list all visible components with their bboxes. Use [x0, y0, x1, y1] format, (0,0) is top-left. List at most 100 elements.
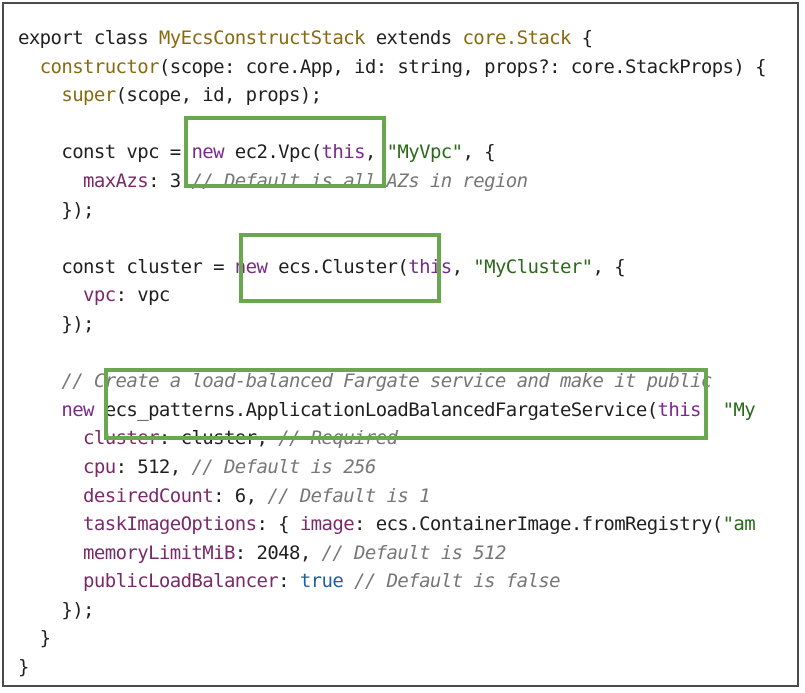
code-token: Vpc — [278, 141, 311, 164]
code-line: taskImageOptions: { image: ecs.Container… — [18, 510, 766, 539]
code-token: // Default is false — [354, 570, 561, 593]
code-line: } — [18, 653, 766, 682]
code-token: publicLoadBalancer — [83, 570, 279, 593]
code-token — [18, 542, 83, 564]
code-token: , — [451, 255, 474, 278]
code-token: fromRegistry — [581, 513, 713, 536]
code-line: publicLoadBalancer: true // Default is f… — [18, 567, 766, 596]
code-token: new — [234, 255, 268, 278]
code-token: maxAzs — [83, 169, 149, 192]
code-token: "MyCluster" — [473, 255, 593, 278]
code-token — [18, 284, 83, 306]
code-token: : 6, — [213, 484, 268, 507]
code-token: MyEcsConstructStack — [158, 27, 366, 49]
code-token: this — [321, 141, 366, 164]
code-token: ( — [397, 255, 409, 278]
code-line: constructor(scope: core.App, id: string,… — [18, 53, 767, 82]
code-token: new — [61, 398, 94, 421]
code-token: export class — [18, 27, 159, 49]
code-token — [343, 570, 354, 592]
code-token: "My — [722, 398, 756, 421]
code-token: taskImageOptions — [83, 513, 257, 536]
code-token: : 512, — [115, 455, 192, 478]
code-token: }); — [18, 198, 94, 221]
code-line: // Create a load-balanced Fargate servic… — [18, 367, 766, 396]
code-token: ( — [711, 513, 723, 536]
code-token: // Default is 256 — [191, 455, 376, 478]
code-line: }); — [18, 596, 766, 625]
code-line: }); — [18, 196, 766, 225]
code-token — [18, 456, 83, 478]
code-line — [18, 110, 766, 139]
code-token: const cluster = — [18, 255, 235, 278]
code-token: { — [570, 27, 593, 49]
code-line: cpu: 512, // Default is 256 — [18, 453, 766, 482]
code-token: : vpc — [115, 284, 171, 307]
code-snippet-frame: export class MyEcsConstructStack extends… — [2, 2, 799, 687]
code-token: "am — [722, 513, 756, 536]
code-token: extends — [364, 27, 463, 49]
code-token: }); — [18, 312, 94, 335]
code-token: } — [18, 627, 51, 650]
code-token: } — [18, 656, 29, 679]
code-token: Stack — [516, 27, 572, 49]
code-token — [18, 427, 83, 449]
code-token: : 3 — [148, 169, 192, 192]
code-line: desiredCount: 6, // Default is 1 — [18, 482, 766, 511]
code-token: ecs_patterns. — [93, 398, 247, 421]
code-token — [18, 570, 83, 592]
code-token: ecs. — [267, 255, 322, 278]
code-token: Cluster — [321, 255, 398, 278]
code-line: } — [18, 624, 766, 653]
code-token: super — [61, 84, 116, 107]
code-token — [18, 170, 83, 192]
code-line: maxAzs: 3 // Default is all AZs in regio… — [18, 167, 766, 196]
code-token: : — [278, 570, 300, 593]
code-token: (scope: core.App, id: string, props?: co… — [158, 55, 767, 78]
code-line: const vpc = new ec2.Vpc(this, "MyVpc", { — [18, 138, 766, 167]
highlight-box-new-vpc — [184, 116, 386, 188]
code-line: memoryLimitMiB: 2048, // Default is 512 — [18, 539, 766, 568]
code-token: ApplicationLoadBalancedFargateService — [245, 398, 648, 421]
code-token: , — [364, 141, 387, 164]
code-token: this — [657, 398, 702, 421]
code-token: core. — [462, 27, 517, 49]
code-line: super(scope, id, props); — [18, 81, 766, 110]
code-token: true — [299, 570, 344, 593]
code-token: , { — [462, 141, 495, 164]
code-line: }); — [18, 310, 766, 339]
code-token: vpc — [83, 284, 116, 307]
code-line — [18, 339, 766, 368]
code-token: cpu — [83, 455, 116, 478]
code-token: (scope, id, props); — [115, 84, 323, 107]
code-token: // Default is 1 — [267, 484, 430, 507]
code-token: ( — [646, 398, 658, 421]
code-token: ec2. — [223, 141, 279, 164]
code-token: : 2048, — [234, 541, 322, 564]
code-line: const cluster = new ecs.Cluster(this, "M… — [18, 253, 766, 282]
code-token: // Default is 512 — [321, 541, 507, 564]
code-token: : ecs.ContainerImage. — [354, 513, 582, 536]
code-line: vpc: vpc — [18, 281, 766, 310]
code-token: constructor — [39, 55, 160, 78]
code-token — [18, 399, 61, 421]
code-line: new ecs_patterns.ApplicationLoadBalanced… — [18, 396, 766, 425]
code-token: "MyVpc" — [386, 141, 463, 164]
code-token — [18, 485, 83, 507]
code-token: // Create a load-balanced Fargate servic… — [61, 370, 712, 393]
code-token: : { — [256, 513, 300, 536]
code-token — [18, 84, 61, 106]
code-token: image — [299, 513, 355, 536]
code-token: memoryLimitMiB — [83, 541, 235, 564]
code-token: const vpc = — [18, 141, 192, 164]
code-line: export class MyEcsConstructStack extends… — [18, 24, 766, 53]
code-token: this — [408, 255, 452, 278]
code-token: , { — [592, 255, 626, 278]
code-token: desiredCount — [83, 484, 214, 507]
highlight-box-new-cluster — [239, 233, 441, 303]
code-token: new — [191, 141, 224, 164]
code-block: export class MyEcsConstructStack extends… — [18, 24, 767, 682]
code-token: ( — [310, 141, 322, 164]
highlight-box-new-fargate-service — [104, 368, 708, 440]
code-token — [18, 513, 83, 535]
